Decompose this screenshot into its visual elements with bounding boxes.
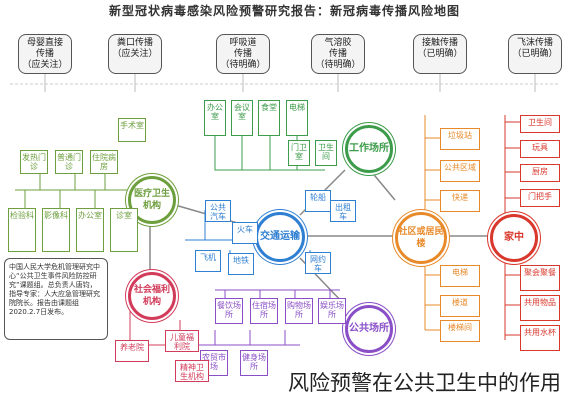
work-item: 卫生间 bbox=[315, 140, 337, 166]
transport-item: 网约车 bbox=[305, 252, 331, 274]
hub-public: 公共场所 bbox=[345, 305, 393, 353]
home-item: 卫生间 bbox=[520, 115, 560, 133]
public-item: 住宿场所 bbox=[250, 298, 278, 324]
header-line: （待明确） bbox=[315, 60, 361, 70]
hub-home: 家中 bbox=[490, 214, 538, 262]
medical-item: 普通门诊 bbox=[55, 150, 83, 174]
work-item: 食堂 bbox=[258, 100, 280, 136]
header-line: 粪口传播 bbox=[116, 38, 153, 48]
community-item: 垃圾站 bbox=[440, 128, 480, 150]
header-line: （待明确） bbox=[220, 60, 266, 70]
hub-work-label: 工作场所 bbox=[349, 143, 389, 154]
public-item: 购物场所 bbox=[285, 298, 313, 324]
transmission-header-2: 呼吸道传播（待明确） bbox=[216, 34, 270, 74]
transport-item: 出租车 bbox=[330, 200, 356, 222]
medical-item: 住院病房 bbox=[90, 150, 118, 174]
header-line: 气溶胶 bbox=[324, 38, 352, 48]
transmission-header-4: 接触传播（已明确） bbox=[413, 34, 467, 74]
transmission-header-0: 母婴直接传播（应关注） bbox=[18, 34, 72, 74]
hub-social-label: 社会福利机构 bbox=[133, 285, 170, 307]
medical-item: 办公室 bbox=[76, 208, 104, 252]
community-item: 楼梯间 bbox=[440, 320, 480, 342]
hub-home-label: 家中 bbox=[504, 232, 524, 243]
work-item: 电梯 bbox=[286, 100, 308, 136]
hub-work: 工作场所 bbox=[345, 125, 393, 173]
header-line: （应关注） bbox=[112, 49, 158, 59]
header-line: 飞沫传播 bbox=[516, 38, 553, 48]
home-item: 玩具 bbox=[520, 140, 560, 158]
work-item: 办公室 bbox=[204, 100, 226, 136]
community-item: 楼道 bbox=[440, 295, 480, 317]
transport-item: 火车 bbox=[232, 222, 258, 244]
hub-transport-label: 交通运输 bbox=[260, 231, 300, 242]
header-line: 呼吸道 bbox=[229, 38, 257, 48]
public-item: 娱乐场所 bbox=[318, 298, 346, 324]
transmission-header-1: 粪口传播（应关注） bbox=[108, 34, 162, 74]
header-line: （已明确） bbox=[417, 49, 463, 59]
home-item: 共用物品 bbox=[520, 295, 560, 321]
medical-item: 手术室 bbox=[118, 118, 146, 142]
source-note: 中国人民大学危机管理研究中心“公共卫生事件风险防控研究”课题组。总负责人唐钧，指… bbox=[4, 258, 108, 340]
transport-item: 飞机 bbox=[195, 250, 221, 272]
medical-item: 影像科 bbox=[42, 208, 70, 252]
public-item: 健身场所 bbox=[240, 350, 268, 376]
home-item: 共用水杯 bbox=[520, 325, 560, 351]
work-item: 会议室 bbox=[231, 100, 253, 136]
header-line: （已明确） bbox=[512, 49, 558, 59]
hub-medical: 医疗卫生机构 bbox=[128, 176, 176, 224]
community-item: 电梯 bbox=[440, 265, 480, 287]
header-line: 母婴直接 bbox=[26, 38, 63, 48]
header-line: 传播 bbox=[35, 49, 54, 59]
public-item: 餐饮场所 bbox=[215, 298, 243, 324]
header-line: 接触传播 bbox=[421, 38, 458, 48]
transport-item: 轮船 bbox=[305, 190, 331, 212]
image-caption: 风险预警在公共卫生中的作用 bbox=[288, 371, 561, 395]
social-item: 养老院 bbox=[115, 340, 149, 362]
hub-transport: 交通运输 bbox=[255, 212, 305, 262]
diagram-title: 新型冠状病毒感染风险预警研究报告：新冠病毒传播风险地图 bbox=[108, 4, 460, 18]
medical-item: 诊室 bbox=[110, 208, 138, 252]
hub-medical-label: 医疗卫生机构 bbox=[133, 189, 170, 211]
social-item: 儿童福利院 bbox=[165, 330, 199, 352]
social-item: 精神卫生机构 bbox=[175, 360, 209, 382]
transmission-header-5: 飞沫传播（已明确） bbox=[508, 34, 562, 74]
hub-public-label: 公共场所 bbox=[349, 323, 389, 334]
hub-social: 社会福利机构 bbox=[128, 272, 176, 320]
header-line: 传播 bbox=[328, 49, 347, 59]
transport-item: 公共汽车 bbox=[205, 200, 231, 222]
hub-community-label: 社区或居民楼 bbox=[398, 227, 444, 249]
header-line: 传播 bbox=[233, 49, 252, 59]
medical-item: 检验科 bbox=[8, 208, 36, 252]
hub-community: 社区或居民楼 bbox=[395, 212, 447, 264]
community-item: 公共区域 bbox=[440, 160, 480, 182]
community-item: 快递 bbox=[440, 190, 480, 212]
home-item: 门把手 bbox=[520, 189, 560, 207]
medical-item: 发热门诊 bbox=[20, 150, 48, 174]
work-item: 门卫室 bbox=[288, 140, 310, 166]
transmission-header-3: 气溶胶传播（待明确） bbox=[311, 34, 365, 74]
transport-item: 地铁 bbox=[228, 253, 254, 275]
home-item: 厨房 bbox=[520, 164, 560, 182]
home-item: 聚会聚餐 bbox=[520, 265, 560, 291]
header-line: （应关注） bbox=[22, 60, 68, 70]
